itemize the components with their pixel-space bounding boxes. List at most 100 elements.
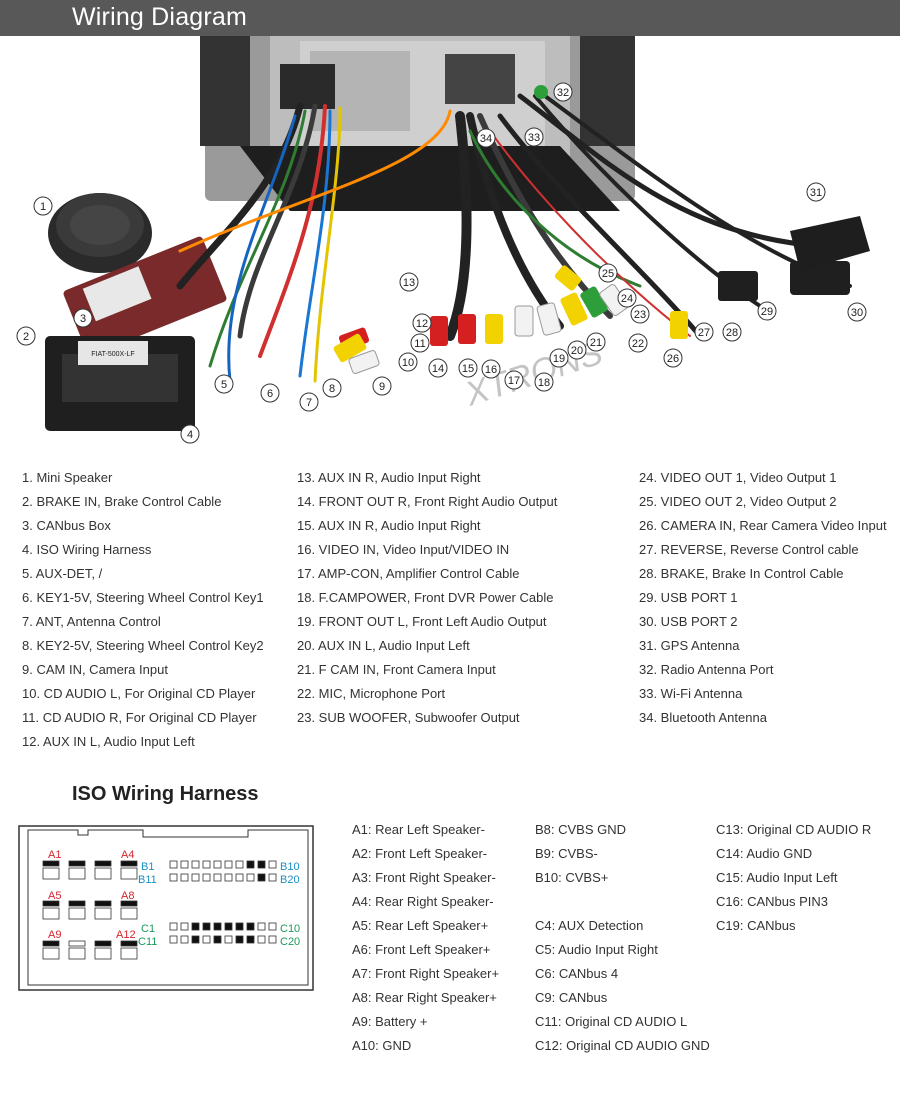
callout-20: 20	[567, 340, 587, 360]
callout-circle	[410, 333, 430, 353]
callout-circle	[372, 376, 392, 396]
pin-label-b20: B20	[280, 874, 300, 886]
callout-number: 15	[462, 363, 474, 375]
callout-number: 16	[485, 364, 497, 376]
callout-27: 27	[694, 322, 714, 342]
callout-circle	[534, 372, 554, 392]
c-pin	[224, 935, 233, 944]
pin-description: A1: Rear Left Speaker-	[352, 822, 485, 837]
callout-17: 17	[504, 370, 524, 390]
c-pin	[257, 935, 266, 944]
pin-spacer	[535, 892, 710, 916]
callout-circle	[663, 348, 683, 368]
legend-item: 4. ISO Wiring Harness	[22, 542, 152, 557]
a-pin	[120, 867, 138, 880]
b-pin	[224, 860, 233, 869]
callout-circle	[180, 424, 200, 444]
c-pin	[169, 935, 178, 944]
callout-circle	[73, 308, 93, 328]
a-pin	[42, 867, 60, 880]
callout-circle	[617, 288, 637, 308]
callout-number: 1	[40, 201, 46, 213]
a-pin-tab	[120, 900, 138, 907]
callout-2: 2	[16, 326, 36, 346]
pin-description: B10: CVBS+	[535, 870, 609, 885]
c-pin	[191, 922, 200, 931]
callout-1: 1	[33, 196, 53, 216]
b-pin	[213, 860, 222, 869]
legend-item: 5. AUX-DET, /	[22, 566, 103, 581]
callout-12: 12	[412, 313, 432, 333]
callout-circle	[412, 313, 432, 333]
iso-harness-plug: FIAT-500X-LF	[45, 336, 195, 431]
callout-number: 5	[221, 379, 227, 391]
legend-item: 27. REVERSE, Reverse Control cable	[639, 542, 859, 557]
harness-label: FIAT-500X-LF	[91, 351, 134, 358]
pin-label-c20: C20	[280, 936, 300, 948]
callout-number: 21	[590, 337, 602, 349]
a-pin	[68, 907, 86, 920]
pin-description: C16: CANbus PIN3	[716, 894, 828, 909]
b-pin	[191, 873, 200, 882]
legend-item: 28. BRAKE, Brake In Control Cable	[639, 566, 844, 581]
callout-4: 4	[180, 424, 200, 444]
c-pin	[213, 935, 222, 944]
legend-item: 32. Radio Antenna Port	[639, 662, 774, 677]
title-bar: Wiring Diagram	[0, 0, 900, 36]
radio-antenna-port	[534, 85, 548, 99]
pin-description: C19: CANbus	[716, 918, 796, 933]
legend-item: 34. Bluetooth Antenna	[639, 710, 767, 725]
legend-item: 3. CANbus Box	[22, 518, 111, 533]
callout-24: 24	[617, 288, 637, 308]
iso-connector-diagram: A1 A4 A5 A8 A9 A12 B1 B11 B10 B20 C1 C11…	[18, 825, 314, 991]
legend-item: 29. USB PORT 1	[639, 590, 738, 605]
callout-26: 26	[663, 348, 683, 368]
pin-description: A5: Rear Left Speaker+	[352, 918, 489, 933]
mini-speaker	[48, 193, 152, 273]
a-pin-tab	[94, 940, 112, 947]
c-pin	[180, 922, 189, 931]
callout-circle	[549, 348, 569, 368]
a-pin	[94, 947, 112, 960]
b-pin	[257, 873, 266, 882]
c-pin	[213, 922, 222, 931]
callout-number: 29	[761, 306, 773, 318]
pin-label-a1: A1	[48, 849, 61, 861]
callout-25: 25	[598, 263, 618, 283]
canbus-box	[63, 236, 227, 356]
a-pin	[68, 867, 86, 880]
c-pin	[180, 935, 189, 944]
gps-antenna	[790, 216, 870, 271]
callout-19: 19	[549, 348, 569, 368]
callout-circle	[722, 322, 742, 342]
callout-29: 29	[757, 301, 777, 321]
c-pin	[202, 922, 211, 931]
callout-circle	[299, 392, 319, 412]
callout-18: 18	[534, 372, 554, 392]
callout-33: 33	[524, 127, 544, 147]
pin-description: C13: Original CD AUDIO R	[716, 822, 872, 837]
callout-number: 30	[851, 307, 863, 319]
legend-item: 1. Mini Speaker	[22, 470, 113, 485]
callout-number: 13	[403, 277, 415, 289]
callout-8: 8	[322, 378, 342, 398]
pin-description: A6: Front Left Speaker+	[352, 942, 491, 957]
legend-item: 30. USB PORT 2	[639, 614, 738, 629]
pin-description: A2: Front Left Speaker-	[352, 846, 488, 861]
b-pin	[224, 873, 233, 882]
a-pin-tab	[68, 860, 86, 867]
callout-circle	[260, 383, 280, 403]
callout-number: 26	[667, 353, 679, 365]
pin-label-b1: B1	[141, 861, 154, 873]
pin-description: C5: Audio Input Right	[535, 942, 658, 957]
pin-description: A9: Battery +	[352, 1014, 428, 1029]
callout-number: 25	[602, 268, 614, 280]
callout-21: 21	[586, 332, 606, 352]
callout-11: 11	[410, 333, 430, 353]
pin-label-a5: A5	[48, 890, 61, 902]
c-pin	[235, 922, 244, 931]
legend-item: 31. GPS Antenna	[639, 638, 740, 653]
